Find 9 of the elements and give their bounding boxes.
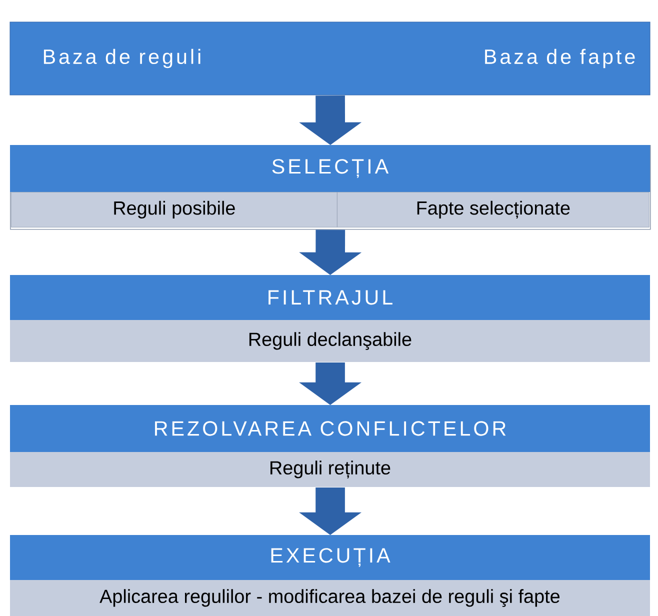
body-bar: Reguli reținute: [10, 452, 650, 487]
body-cell: Fapte selecționate: [337, 192, 650, 228]
header-band: Baza de reguli Baza de fapte: [10, 22, 650, 96]
body-cell: Reguli posibile: [11, 192, 338, 228]
header-bar: EXECUȚIA: [10, 535, 650, 580]
header-bar: FILTRAJUL: [10, 275, 650, 320]
body-bar: Reguli declanşabile: [10, 320, 650, 362]
header-bar: REZOLVAREA CONFLICTELOR: [10, 405, 650, 452]
body-bar: Aplicarea regulilor - modificarea bazei de reguli şi fapte: [10, 580, 650, 616]
